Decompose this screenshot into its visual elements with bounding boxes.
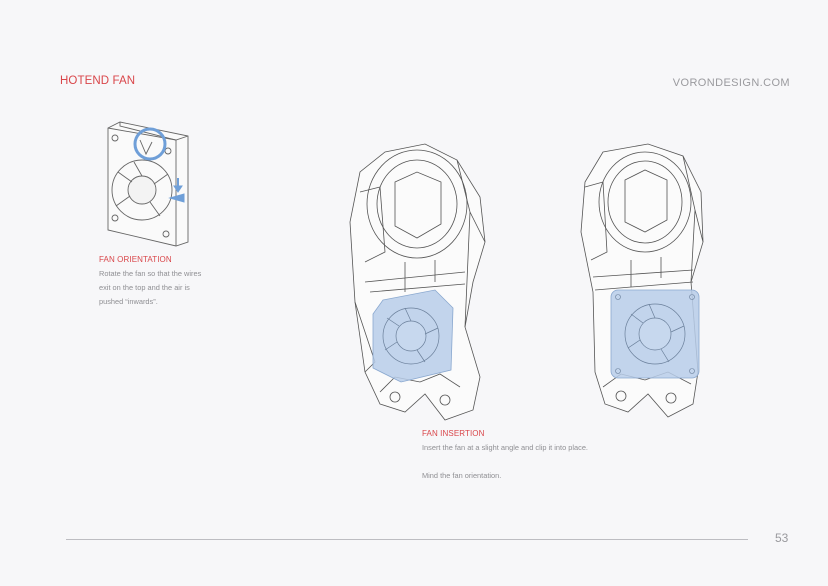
footer-divider [66, 539, 748, 540]
fan-icon [107, 121, 189, 247]
caption-title: FAN INSERTION [422, 429, 485, 438]
caption-line: exit on the top and the air is [99, 283, 190, 292]
hotend-assembly-icon [349, 143, 486, 421]
caption-line: pushed “inwards”. [99, 297, 158, 306]
page-number: 53 [775, 531, 789, 545]
wire-exit-circle-icon [133, 127, 167, 161]
fan-orientation-diagram [107, 121, 189, 247]
airflow-arrow-icon [168, 178, 185, 203]
fan-icon [372, 289, 454, 383]
caption-title: FAN ORIENTATION [99, 255, 172, 264]
caption-line: Mind the fan orientation. [422, 471, 502, 480]
fan-insertion-seated [580, 143, 704, 418]
section-title: HOTEND FAN [60, 75, 136, 87]
fan-icon [610, 289, 700, 379]
fan-insertion-angled [349, 143, 486, 421]
site-url: VORONDESIGN.COM [672, 77, 790, 89]
fan-orientation-caption: FAN ORIENTATION Rotate the fan so that t… [99, 255, 239, 309]
fan-insertion-caption: FAN INSERTION Insert the fan at a slight… [422, 429, 682, 483]
caption-line: Rotate the fan so that the wires [99, 269, 202, 278]
caption-line: Insert the fan at a slight angle and cli… [422, 443, 588, 452]
